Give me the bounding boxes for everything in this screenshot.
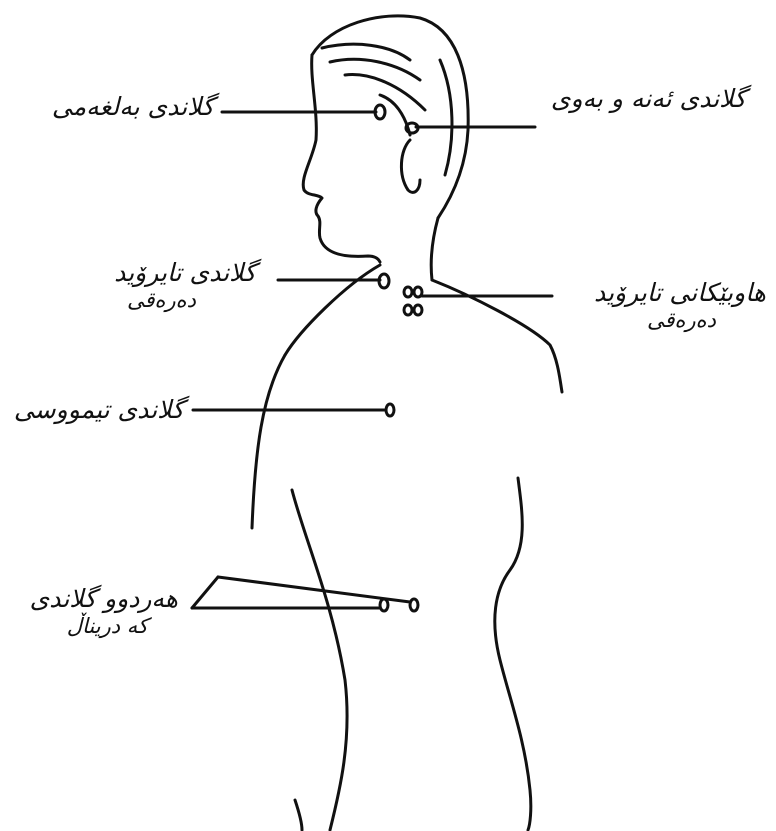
- adrenal-leader-upper-b: [218, 577, 410, 602]
- parathyroid-marker-d: [414, 305, 422, 315]
- thyroid-gland-label: گلاندی تایرۆید دەرەقی: [114, 258, 256, 313]
- parathyroid-label-line1: هاوبێکانی تایرۆید: [594, 278, 766, 307]
- adrenal-marker-left: [380, 599, 388, 611]
- pituitary-gland-label: گلاندی ئەنە و بەوی: [551, 84, 746, 114]
- thyroid-label-line1: گلاندی تایرۆید: [114, 258, 256, 287]
- adrenal-label-line1: هەردوو گلاندی: [30, 584, 178, 613]
- adrenal-leader-upper-a: [192, 577, 218, 608]
- parathyroid-label-line2: دەرەقی: [594, 308, 716, 333]
- hair-strands: [322, 44, 452, 175]
- torso-back-line: [295, 800, 302, 830]
- adrenal-glands-label: هەردوو گلاندی کە دریناڵ: [30, 584, 178, 639]
- ear: [401, 140, 420, 192]
- left-body-side: [252, 355, 285, 528]
- adrenal-label-line2: کە دریناڵ: [30, 614, 148, 639]
- torso-right-curve: [495, 478, 531, 830]
- torso-left-curve: [292, 490, 347, 830]
- pineal-gland-label: گلاندی بەلغەمی: [52, 92, 214, 122]
- face-profile: [303, 55, 380, 262]
- thymus-gland-label: گلاندی تیمووسی: [14, 395, 184, 425]
- parathyroid-marker-c: [404, 305, 412, 315]
- parathyroid-marker-a: [404, 287, 412, 297]
- parathyroid-label: هاوبێکانی تایرۆید دەرەقی: [594, 278, 766, 333]
- neck-back: [431, 218, 438, 280]
- thyroid-label-line2: دەرەقی: [114, 288, 196, 313]
- adrenal-marker-right: [410, 599, 418, 611]
